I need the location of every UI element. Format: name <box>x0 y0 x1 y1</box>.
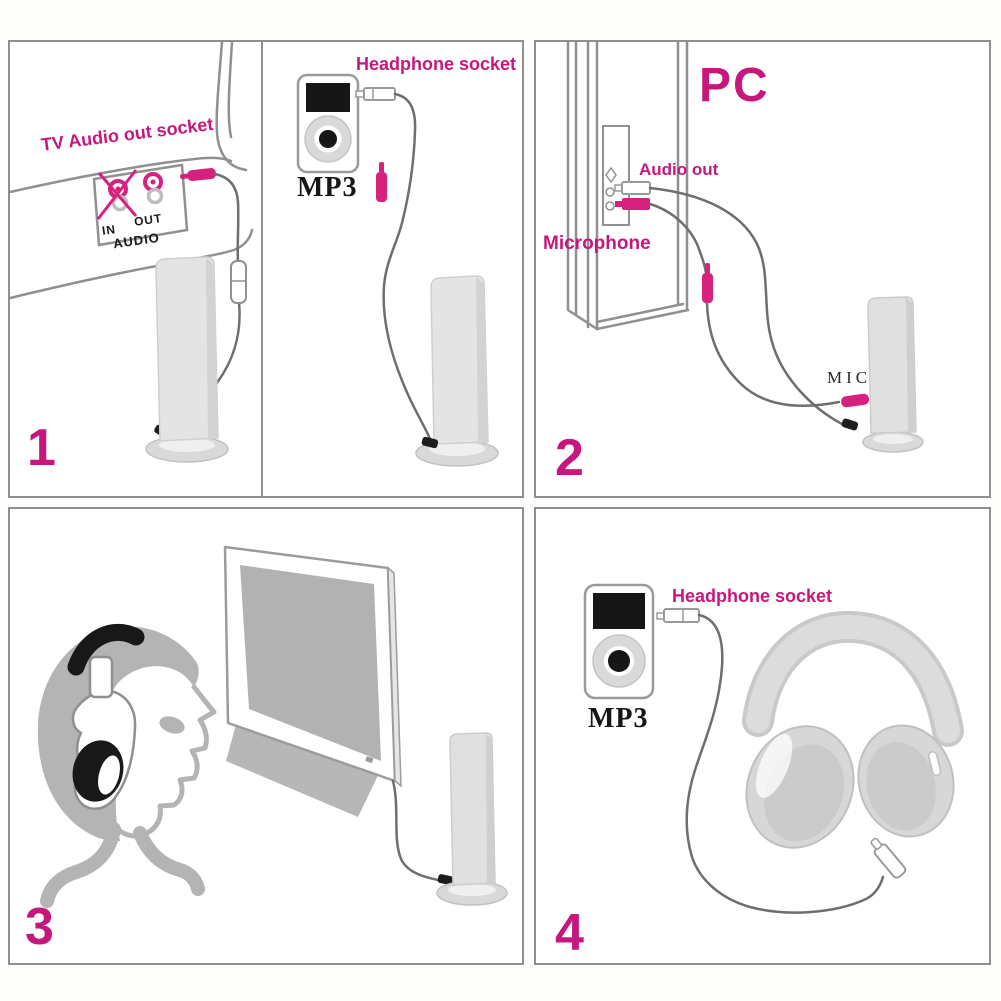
wireless-headphones <box>742 610 964 849</box>
tv-back-outline <box>10 42 254 300</box>
mp3-screen <box>306 83 350 112</box>
headphone-socket-label: Headphone socket <box>356 54 517 74</box>
cup-slot <box>927 751 942 777</box>
headphone-jack-plug <box>870 837 907 879</box>
panel3-artwork <box>37 545 508 908</box>
rca-coupler <box>230 260 247 304</box>
headband <box>67 624 145 676</box>
right-ear-cup <box>857 724 955 838</box>
pc-cables <box>648 186 844 426</box>
panel1-artwork <box>10 42 499 496</box>
panel4-artwork <box>583 583 964 914</box>
panel-pc-connection: PC Audio out Microphone MIC 2 <box>534 40 991 498</box>
worn-headphones <box>67 624 145 810</box>
panel-usage-scene: 3 <box>8 507 524 965</box>
mic-plug <box>841 393 870 408</box>
transmitter-plug <box>421 436 439 449</box>
panel2-artwork <box>566 42 924 453</box>
transmitter-plug <box>437 874 454 885</box>
pc-tower-outline <box>566 42 690 331</box>
mic-label: MIC <box>827 368 872 387</box>
eye <box>159 716 185 734</box>
transmitter-tower <box>436 732 508 906</box>
tv-audio-socket-plate <box>92 163 189 247</box>
panel-mp3-headphones: Headphone socket MP3 4 <box>534 507 991 965</box>
face-profile-line <box>112 684 217 839</box>
pink-plug-vertical <box>376 162 387 202</box>
tv-monitor <box>223 545 402 788</box>
tv-to-transmitter-cable <box>391 779 440 882</box>
jack-in-label: IN <box>101 222 117 238</box>
mp3-player <box>583 583 655 700</box>
step-number-2: 2 <box>555 429 584 487</box>
mp3-label: MP3 <box>297 172 358 203</box>
audio-out-label: Audio out <box>639 160 719 179</box>
step-number-3: 3 <box>25 898 54 956</box>
tv-screen <box>240 565 381 761</box>
pc-label: PC <box>699 59 770 112</box>
left-ear-cup <box>745 725 855 849</box>
mini-jack-plug <box>355 87 396 101</box>
rca-plug-pink <box>180 168 217 182</box>
mini-jack-plug <box>656 608 700 623</box>
jack-out-label: OUT <box>133 211 164 229</box>
microphone-label: Microphone <box>543 233 651 254</box>
headphone-socket-label: Headphone socket <box>672 586 833 606</box>
pink-plug-vertical <box>702 263 713 303</box>
mp3-player <box>296 73 360 174</box>
power-indicator <box>365 756 374 764</box>
step-number-4: 4 <box>555 904 584 962</box>
mp3-cable <box>382 92 434 446</box>
pc-io-plate <box>602 125 630 226</box>
panel-tv-mp3-connection: TV Audio out socket IN OUT AUDIO Headpho… <box>8 40 524 498</box>
transmitter-tower <box>862 296 924 453</box>
mp3-screen <box>593 593 645 629</box>
mp3-to-headphone-cable <box>685 613 885 914</box>
mp3-label: MP3 <box>588 703 649 734</box>
step-number-1: 1 <box>27 419 56 477</box>
transmitter-plug <box>841 418 859 431</box>
transmitter-tower <box>145 256 229 463</box>
crossed-out-mark <box>96 169 138 220</box>
microphone-plug <box>615 198 650 210</box>
